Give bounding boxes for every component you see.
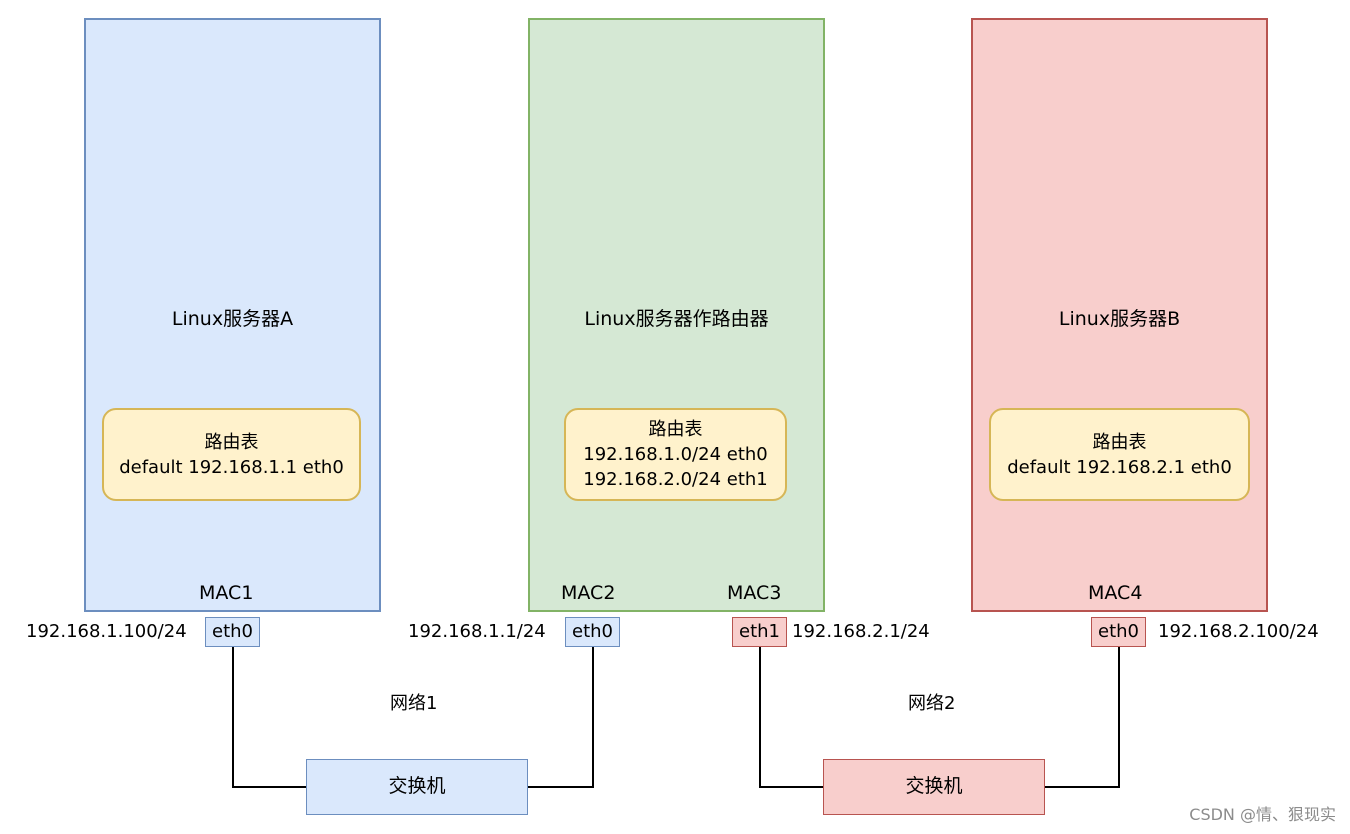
wire-a-eth0-to-switch1: [232, 647, 306, 788]
server-router-title: Linux服务器作路由器: [584, 308, 769, 330]
route-table-a-title: 路由表: [204, 431, 259, 453]
port-a-eth0: eth0: [205, 617, 260, 647]
ip-b-eth0: 192.168.2.100/24: [1158, 621, 1319, 642]
server-a-title: Linux服务器A: [171, 308, 294, 330]
mac-label-3: MAC3: [727, 582, 782, 604]
route-table-b-title: 路由表: [1092, 431, 1147, 453]
server-b: Linux服务器B: [971, 18, 1268, 612]
route-table-router-line: 192.168.1.0/24 eth0: [583, 444, 768, 465]
server-b-title: Linux服务器B: [1058, 308, 1181, 330]
server-a: Linux服务器A: [84, 18, 381, 612]
mac-label-4: MAC4: [1088, 582, 1143, 604]
wire-router-eth1-to-switch2: [759, 647, 823, 788]
wire-switch2-to-b-eth0: [1045, 647, 1120, 788]
route-table-a: 路由表 default 192.168.1.1 eth0: [102, 408, 361, 501]
port-router-eth0: eth0: [565, 617, 620, 647]
mac-label-1: MAC1: [199, 582, 254, 604]
switch-network-1: 交换机: [306, 759, 528, 815]
port-b-eth0: eth0: [1091, 617, 1146, 647]
network-2-label: 网络2: [908, 693, 956, 714]
port-router-eth1: eth1: [732, 617, 787, 647]
network-1-label: 网络1: [390, 693, 438, 714]
server-router: Linux服务器作路由器: [528, 18, 825, 612]
route-table-router-title: 路由表: [648, 419, 703, 440]
switch-network-2: 交换机: [823, 759, 1045, 815]
ip-a-eth0: 192.168.1.100/24: [26, 621, 187, 642]
ip-router-eth1: 192.168.2.1/24: [792, 621, 930, 642]
route-table-router: 路由表 192.168.1.0/24 eth0 192.168.2.0/24 e…: [564, 408, 787, 501]
mac-label-2: MAC2: [561, 582, 616, 604]
watermark: CSDN @情、狠现实: [1189, 805, 1336, 824]
route-table-b-line: default 192.168.2.1 eth0: [1007, 456, 1232, 478]
ip-router-eth0: 192.168.1.1/24: [408, 621, 546, 642]
wire-switch1-to-router-eth0: [528, 647, 594, 788]
route-table-router-line: 192.168.2.0/24 eth1: [583, 469, 768, 490]
route-table-b: 路由表 default 192.168.2.1 eth0: [989, 408, 1250, 501]
route-table-a-line: default 192.168.1.1 eth0: [119, 456, 344, 478]
